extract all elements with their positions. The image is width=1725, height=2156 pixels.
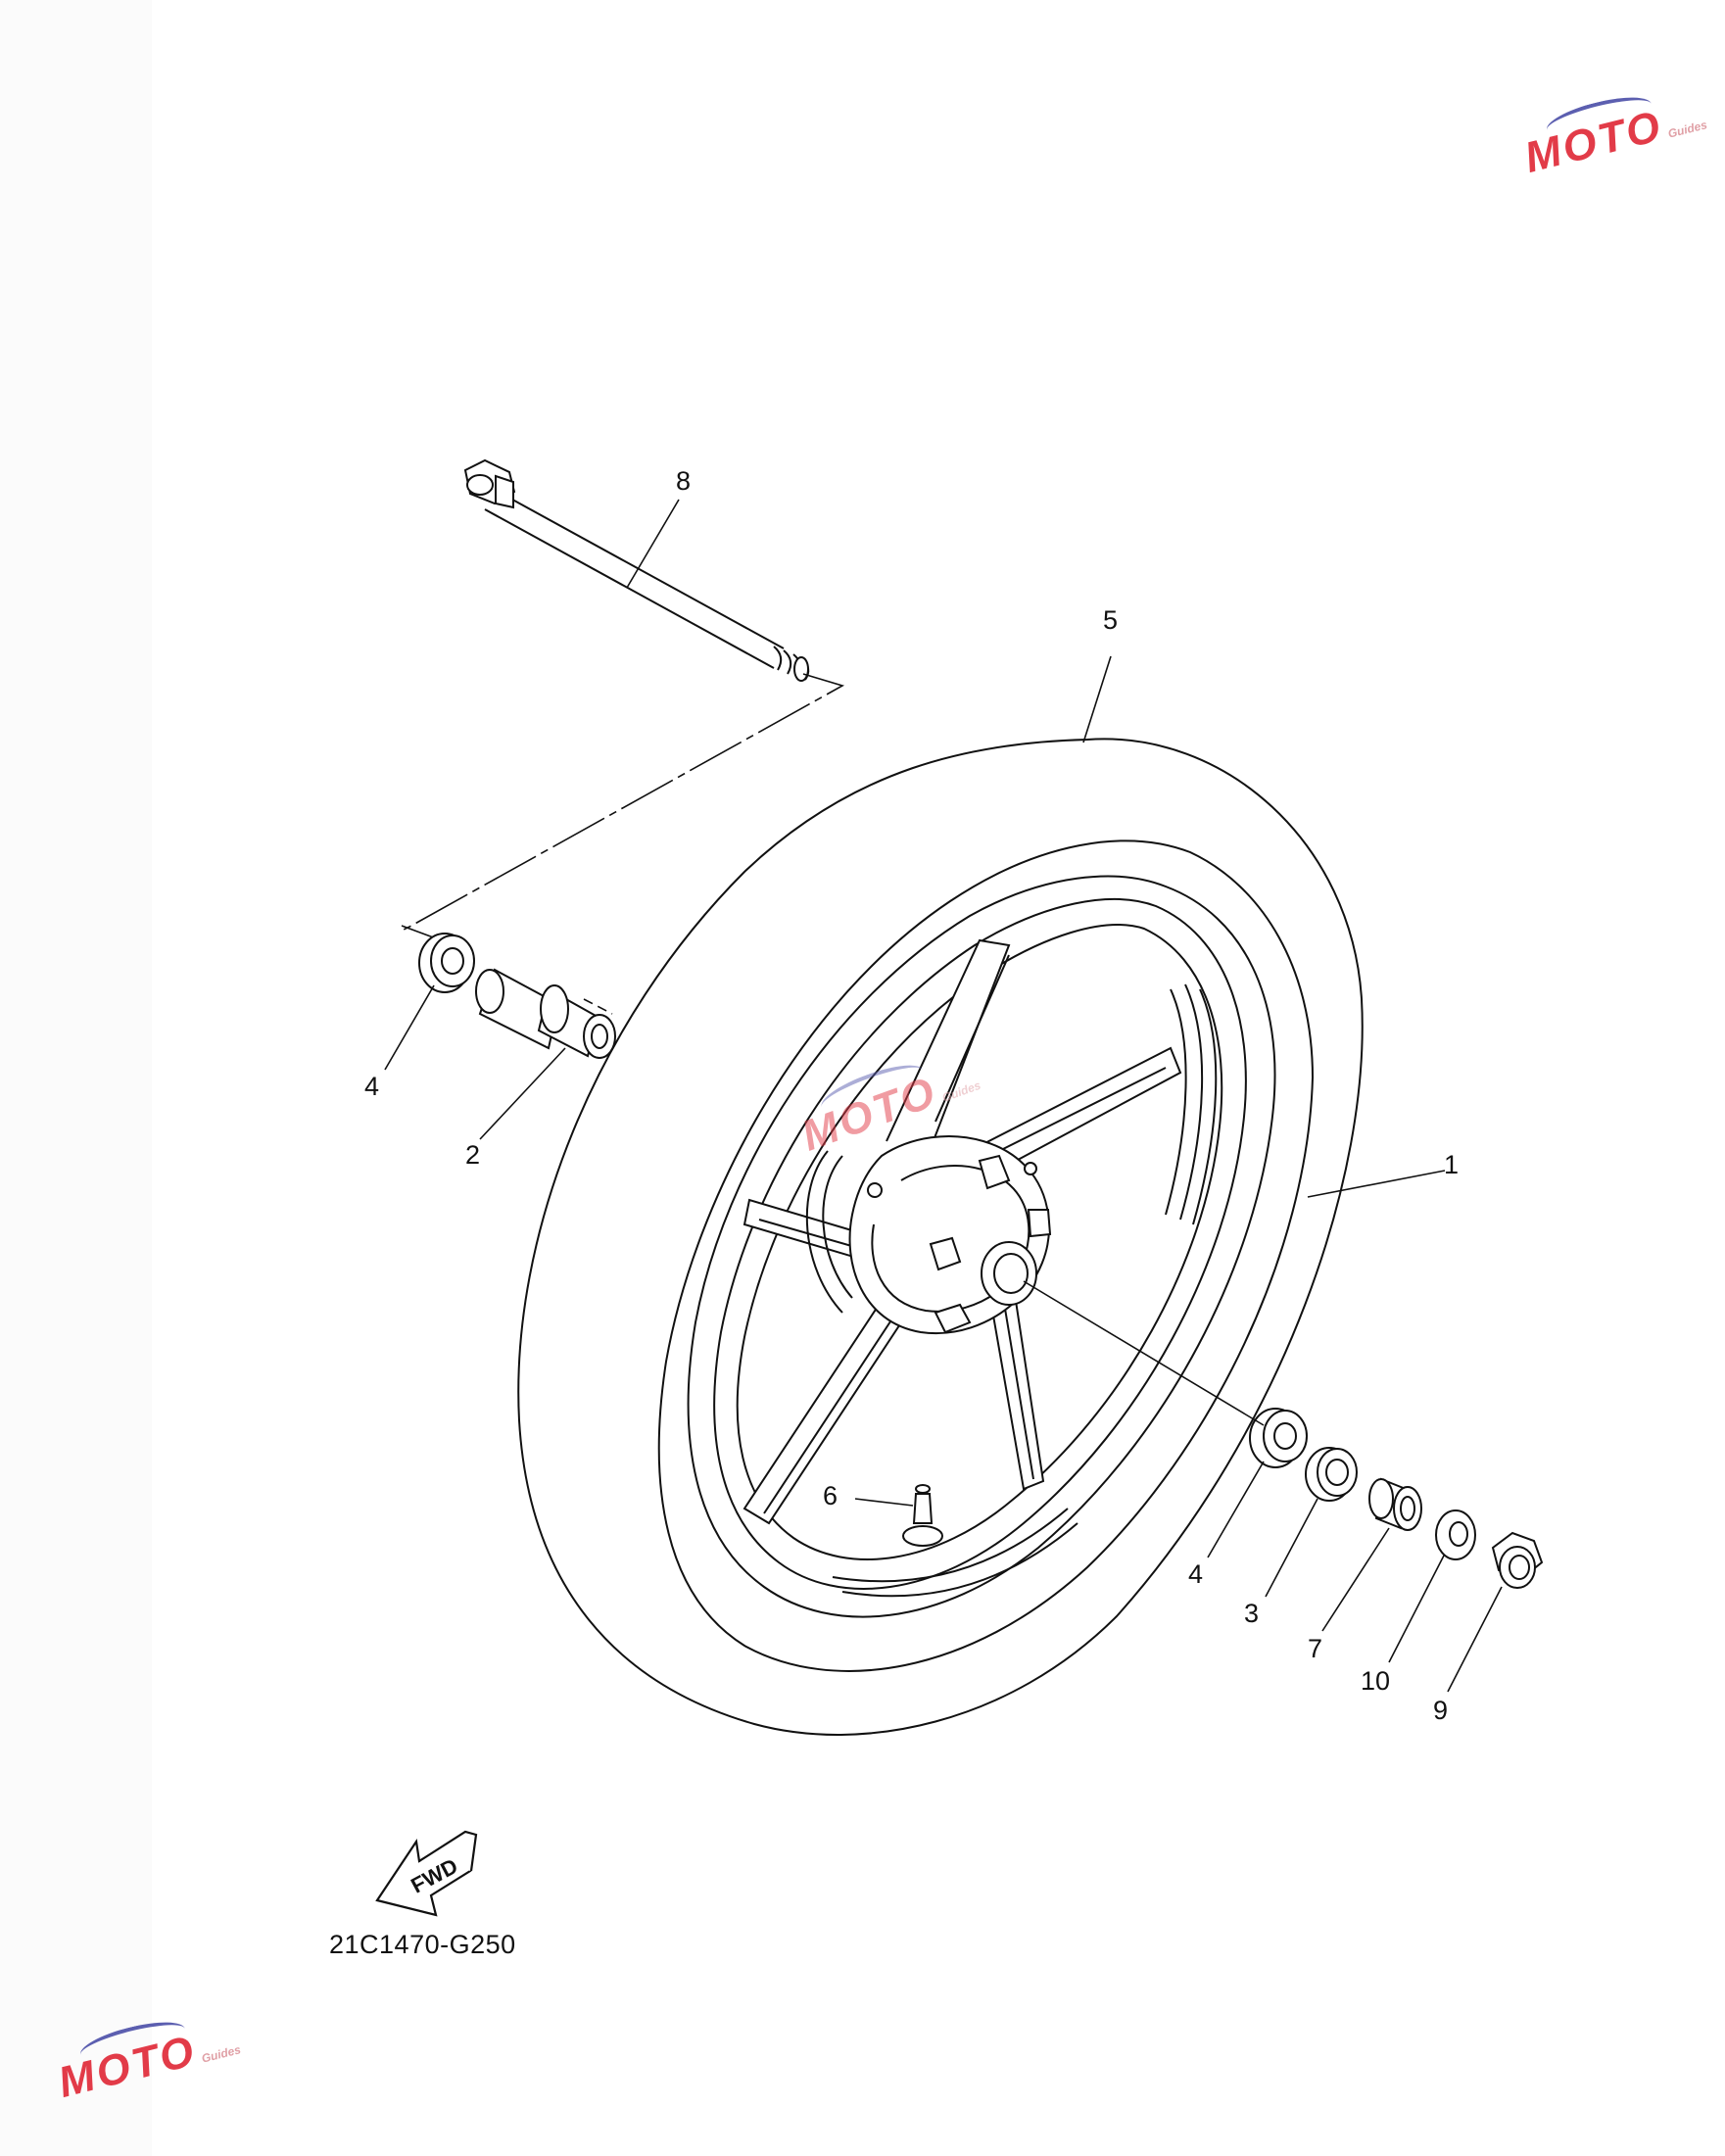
callout-3: 3 — [1244, 1599, 1260, 1628]
callout-4-right: 4 — [1188, 1559, 1204, 1589]
left-margin — [0, 0, 152, 2156]
callout-10: 10 — [1361, 1666, 1391, 1696]
oil-seal-part-3 — [1305, 1447, 1358, 1502]
callout-7: 7 — [1308, 1634, 1323, 1663]
leader-lines — [384, 499, 1503, 1693]
callout-2: 2 — [465, 1140, 481, 1170]
bearing-part-4-right — [1249, 1408, 1308, 1468]
tire-part-5 — [517, 738, 1364, 1736]
collar-part-7 — [1368, 1477, 1422, 1531]
wheel-spokes — [743, 938, 1182, 1525]
callout-6: 6 — [823, 1481, 839, 1510]
watermark-sub: Guides — [1666, 118, 1709, 141]
nut-part-9 — [1491, 1531, 1544, 1589]
bearing-part-4-left — [418, 933, 475, 993]
reference-code: 21C1470-G250 — [329, 1930, 516, 1959]
fwd-arrow-icon — [375, 1830, 478, 1917]
valve-part-6 — [902, 1484, 943, 1547]
callout-1: 1 — [1444, 1150, 1460, 1179]
callout-5: 5 — [1103, 605, 1119, 635]
rim-part-1 — [687, 875, 1276, 1618]
watermark-sub: Guides — [940, 1078, 983, 1105]
washer-part-10 — [1435, 1509, 1476, 1560]
assembly-line-left — [401, 673, 845, 932]
callout-4-left: 4 — [364, 1072, 380, 1101]
assembly-line-right — [1023, 1280, 1265, 1426]
spacer-part-2 — [475, 968, 616, 1059]
callout-9: 9 — [1433, 1696, 1449, 1725]
watermark-sub: Guides — [200, 2042, 243, 2066]
callout-8: 8 — [676, 466, 692, 496]
